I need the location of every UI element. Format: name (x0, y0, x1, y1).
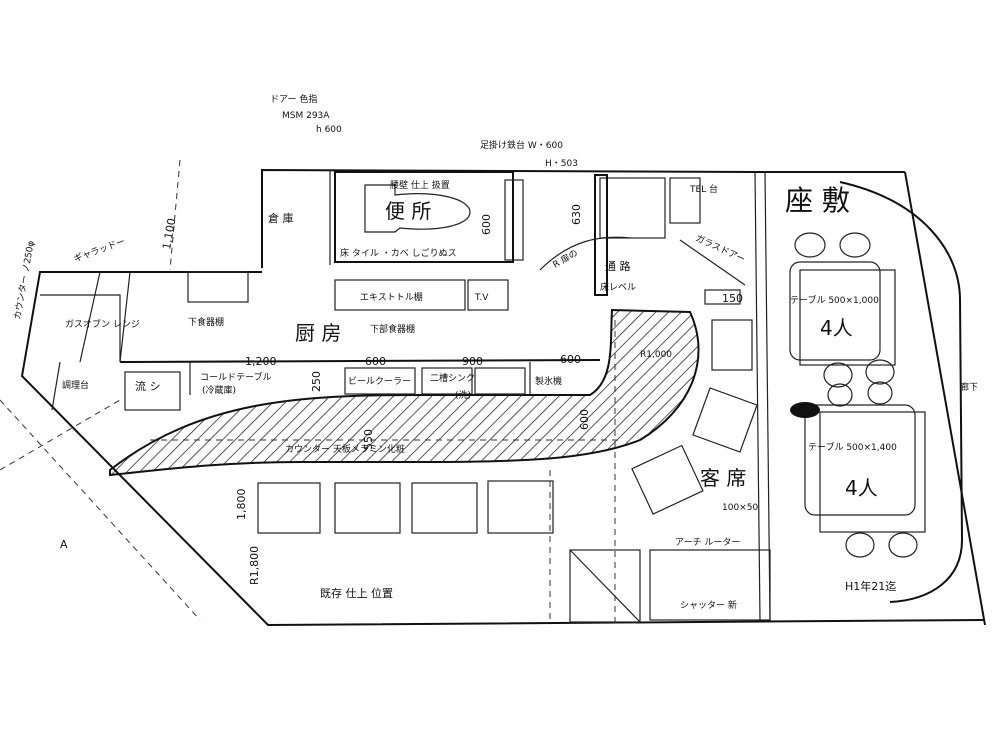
door-height: h 600 (316, 125, 342, 135)
floor-level-label: 床レベル (600, 281, 636, 293)
dim-1100: 1,100 (160, 217, 178, 250)
cold-table-label: コールドテーブル (200, 371, 271, 383)
seating-table-size: 100×50 (722, 503, 758, 513)
step-note: 足掛け鉄台 W・600 (480, 139, 563, 151)
dim-900: 900 (462, 355, 483, 368)
counter-hatched (109, 308, 700, 477)
hallway-label: 廊下 (960, 381, 978, 393)
dim-r1800: R1,800 (248, 546, 261, 585)
gallery-note: ギャラッドー (72, 236, 127, 265)
seating-label: 客 席 (700, 466, 746, 490)
step-height: H・503 (545, 159, 578, 169)
dim-630: 630 (570, 204, 583, 225)
toilet-wall-note: 腰壁 仕上 扱置 (390, 179, 450, 191)
mark-a: A (60, 538, 68, 551)
date-note: H1年21迄 (845, 579, 896, 593)
bottle-shelf-label: エキストトル棚 (360, 291, 423, 303)
dim-1200: 1,200 (245, 355, 277, 368)
prep-table-label: 調理台 (62, 379, 89, 391)
table-1-label: テーブル 500×1,000 (790, 294, 879, 306)
persons-1-label: 4人 (820, 316, 853, 340)
dim-250: 250 (310, 371, 323, 392)
toilet-finish-note: 床 タイル ・カベ しごりぬス (340, 247, 457, 259)
zashiki-area (789, 181, 964, 603)
lower-cabinet-label: 下食器棚 (188, 316, 224, 328)
labels: ドアー 色指 MSM 293A h 600 足掛け鉄台 W・600 H・503 … (12, 93, 978, 611)
kitchen-label: 厨 房 (295, 321, 341, 345)
dim-600b: 600 (560, 353, 581, 366)
dim-600a: 600 (365, 355, 386, 368)
door-note: ドアー 色指 (270, 93, 317, 105)
beer-cooler-label: ビールクーラー (348, 376, 411, 387)
dim-r1000: R1,000 (640, 350, 672, 360)
existing-finish-label: 既存 仕上 位置 (320, 586, 393, 600)
dim-1800: 1,800 (235, 489, 248, 521)
dim-150: 150 (722, 292, 743, 305)
arch-label: アーチ ルーター (675, 537, 740, 548)
dim-600c: 600 (578, 409, 591, 430)
ice-maker-label: 製氷機 (535, 375, 562, 387)
storage-label: 倉 庫 (268, 211, 294, 225)
gas-oven-label: ガスオブン レンジ (65, 318, 140, 330)
tel-stand-label: TEL 台 (689, 183, 718, 195)
dim-600d: 600 (480, 214, 493, 235)
cold-table-sub-label: (冷蔵庫) (202, 384, 236, 396)
table-2-label: テーブル 500×1,400 (808, 441, 897, 453)
counter-top-label: カウンター 天板メラミン化粧 (285, 443, 405, 455)
persons-2-label: 4人 (845, 476, 878, 500)
door-model: MSM 293A (282, 111, 330, 121)
corridor-label: 通 路 (605, 260, 631, 273)
kitchen-fixtures (40, 271, 601, 411)
double-sink-sub-label: (洗) (455, 389, 471, 401)
dim-550: 550 (362, 429, 375, 450)
top-rooms (329, 170, 753, 371)
toilet-label: 便 所 (385, 199, 431, 223)
seating-tables (257, 387, 771, 623)
glass-door-label: ガラスドアー (694, 233, 747, 265)
double-sink-label: 二槽シンク (430, 372, 475, 384)
tv-label: T.V (474, 293, 489, 303)
shutter-label: シャッター 新 (680, 599, 737, 611)
construction-lines (0, 159, 616, 625)
sink-label: 流 シ (135, 379, 161, 393)
zashiki-label: 座 敷 (785, 184, 850, 217)
lower-dish-cabinet-label: 下部食器棚 (370, 323, 415, 335)
